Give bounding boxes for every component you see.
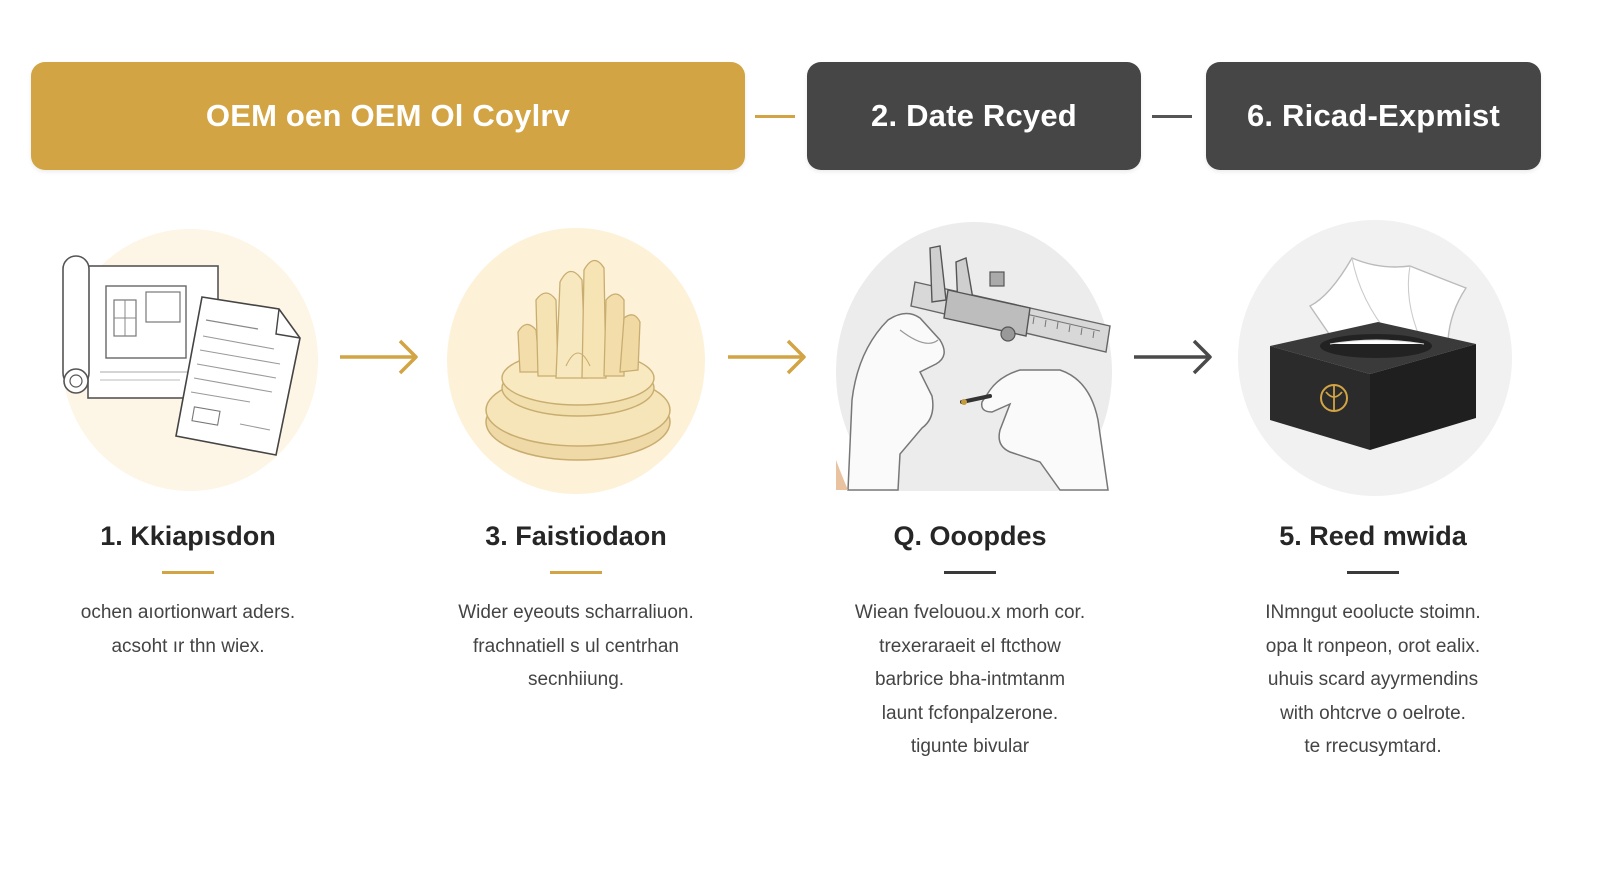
step-description-line: Wiean fvelouou.x morh cor. (854, 602, 1086, 623)
step-2-card: 3. Faistiodaon Wider eyeouts scharraliuo… (416, 516, 736, 697)
step-2-backdrop (447, 228, 705, 494)
step-description: ochen aıortionwart aders. acsoht ır thn … (28, 596, 348, 663)
step-description-line: te rrecusymtard. (1304, 736, 1442, 757)
step-title: 3. Faistiodaon (485, 521, 667, 551)
step-description-line: secnhiiung. (527, 669, 625, 690)
step-title: 1. Kkiapısdon (100, 521, 276, 551)
step-3-backdrop (836, 222, 1112, 491)
phase-banner-oem: OEM oen OEM Ol Coylrv (31, 62, 745, 170)
step-description-line: trexeraraeit el ftcthow (879, 635, 1061, 657)
step-description: INmngut eoolucte stoimn. opa lt ronpeon,… (1213, 596, 1533, 764)
step-divider (162, 571, 214, 574)
step-4-backdrop (1238, 220, 1512, 496)
phase-label: 2. Date Rcyed (871, 98, 1077, 133)
step-divider (1347, 571, 1399, 574)
step-3-card: Q. Ooopdes Wiean fvelouou.x morh cor. tr… (810, 516, 1130, 764)
step-description-line: opa lt ronpeon, orot ealix. (1265, 635, 1481, 657)
step-description-line: acsoht ır thn wiex. (111, 635, 265, 657)
step-description-line: launt fcfonpalzerone. (881, 702, 1059, 724)
step-4-card: 5. Reed mwida INmngut eoolucte stoimn. o… (1213, 516, 1533, 764)
step-description-line: INmngut eoolucte stoimn. (1265, 602, 1481, 623)
step-description-line: frachnatiell s ul centrhan (473, 635, 679, 657)
phase-connector (1152, 115, 1192, 118)
arrow-right-icon (1134, 339, 1212, 375)
step-description-line: tigunte bivular (910, 736, 1030, 757)
phase-label: OEM oen OEM Ol Coylrv (205, 98, 571, 133)
step-description-line: with ohtcrve o oelrote. (1280, 702, 1466, 724)
arrow-right-icon (728, 339, 806, 375)
step-title: Q. Ooopdes (893, 521, 1047, 551)
step-description-line: barbrice bha-intmtanm (874, 669, 1066, 690)
phase-label: 6. Ricad-Expmist (1246, 98, 1500, 133)
step-divider (550, 571, 602, 574)
step-1-backdrop (62, 229, 318, 491)
phase-banner-expmist: 6. Ricad-Expmist (1206, 62, 1541, 170)
step-description-line: uhuis scard ayyrmendins (1267, 669, 1479, 690)
phase-banner-date: 2. Date Rcyed (807, 62, 1141, 170)
step-description: Wider eyeouts scharraliuon. frachnatiell… (416, 596, 736, 697)
phase-connector (755, 115, 795, 118)
arrow-right-icon (340, 339, 418, 375)
step-1-card: 1. Kkiapısdon ochen aıortionwart aders. … (28, 516, 348, 663)
step-description-line: Wider eyeouts scharraliuon. (458, 602, 694, 623)
step-title: 5. Reed mwida (1279, 521, 1467, 551)
step-description: Wiean fvelouou.x morh cor. trexeraraeit … (810, 596, 1130, 764)
step-description-line: ochen aıortionwart aders. (80, 602, 296, 623)
step-divider (944, 571, 996, 574)
